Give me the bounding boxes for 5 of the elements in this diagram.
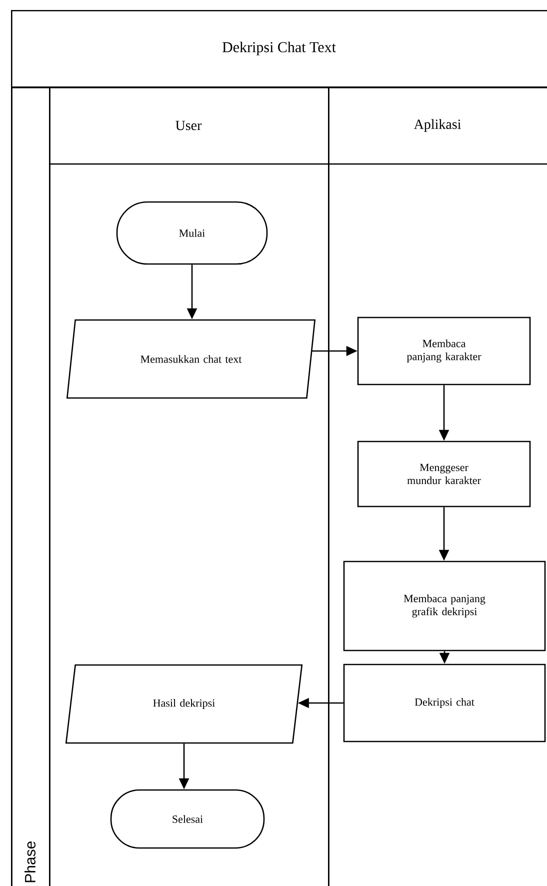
process-box: Membaca panjang grafik dekripsi [343,560,546,652]
process-box: Menggeser mundur karakter [357,440,531,508]
process-box: Dekripsi chat [343,664,546,742]
phase-column: Phase [11,87,50,886]
process-box: Membaca panjang karakter [357,316,531,386]
